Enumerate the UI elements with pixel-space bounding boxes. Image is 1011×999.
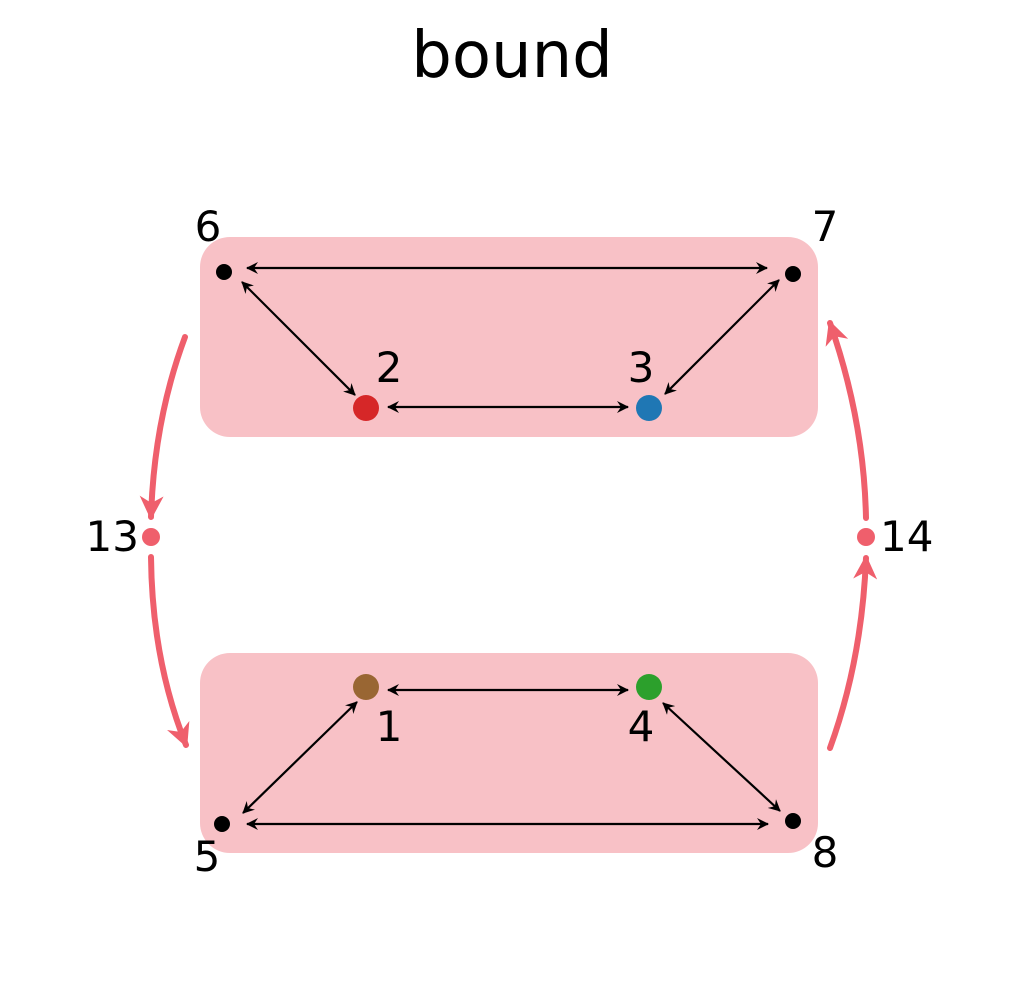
node-label-8: 8	[812, 828, 839, 877]
node-6	[216, 264, 232, 280]
node-label-1: 1	[376, 702, 403, 751]
edges-layer	[241, 262, 781, 830]
node-13	[142, 528, 160, 546]
node-14	[857, 528, 875, 546]
node-label-2: 2	[376, 343, 403, 392]
node-label-14: 14	[880, 512, 933, 561]
node-3	[636, 395, 662, 421]
node-label-6: 6	[195, 202, 222, 251]
node-7	[785, 266, 801, 282]
node-2	[353, 395, 379, 421]
labels-layer: 6 7 2 3 1 4 5 8 13 14	[86, 202, 934, 881]
node-4	[636, 674, 662, 700]
diagram-title: bound	[411, 19, 613, 93]
flows-layer	[139, 320, 878, 751]
node-1	[353, 674, 379, 700]
node-label-4: 4	[628, 702, 655, 751]
edge-1-5	[242, 701, 358, 814]
node-label-7: 7	[812, 202, 839, 251]
node-label-5: 5	[194, 832, 221, 881]
nodes-layer	[142, 264, 875, 832]
node-label-3: 3	[628, 343, 655, 392]
flow-bottom-to-14	[827, 555, 878, 751]
flow-14-to-top	[825, 320, 869, 521]
flow-13-to-bottom	[148, 554, 190, 748]
node-8	[785, 813, 801, 829]
flow-top-to-13	[139, 334, 188, 520]
edge-3-7	[664, 279, 780, 395]
edge-4-8	[662, 702, 781, 812]
node-label-13: 13	[86, 512, 139, 561]
edge-6-2	[241, 281, 356, 396]
node-5	[214, 816, 230, 832]
